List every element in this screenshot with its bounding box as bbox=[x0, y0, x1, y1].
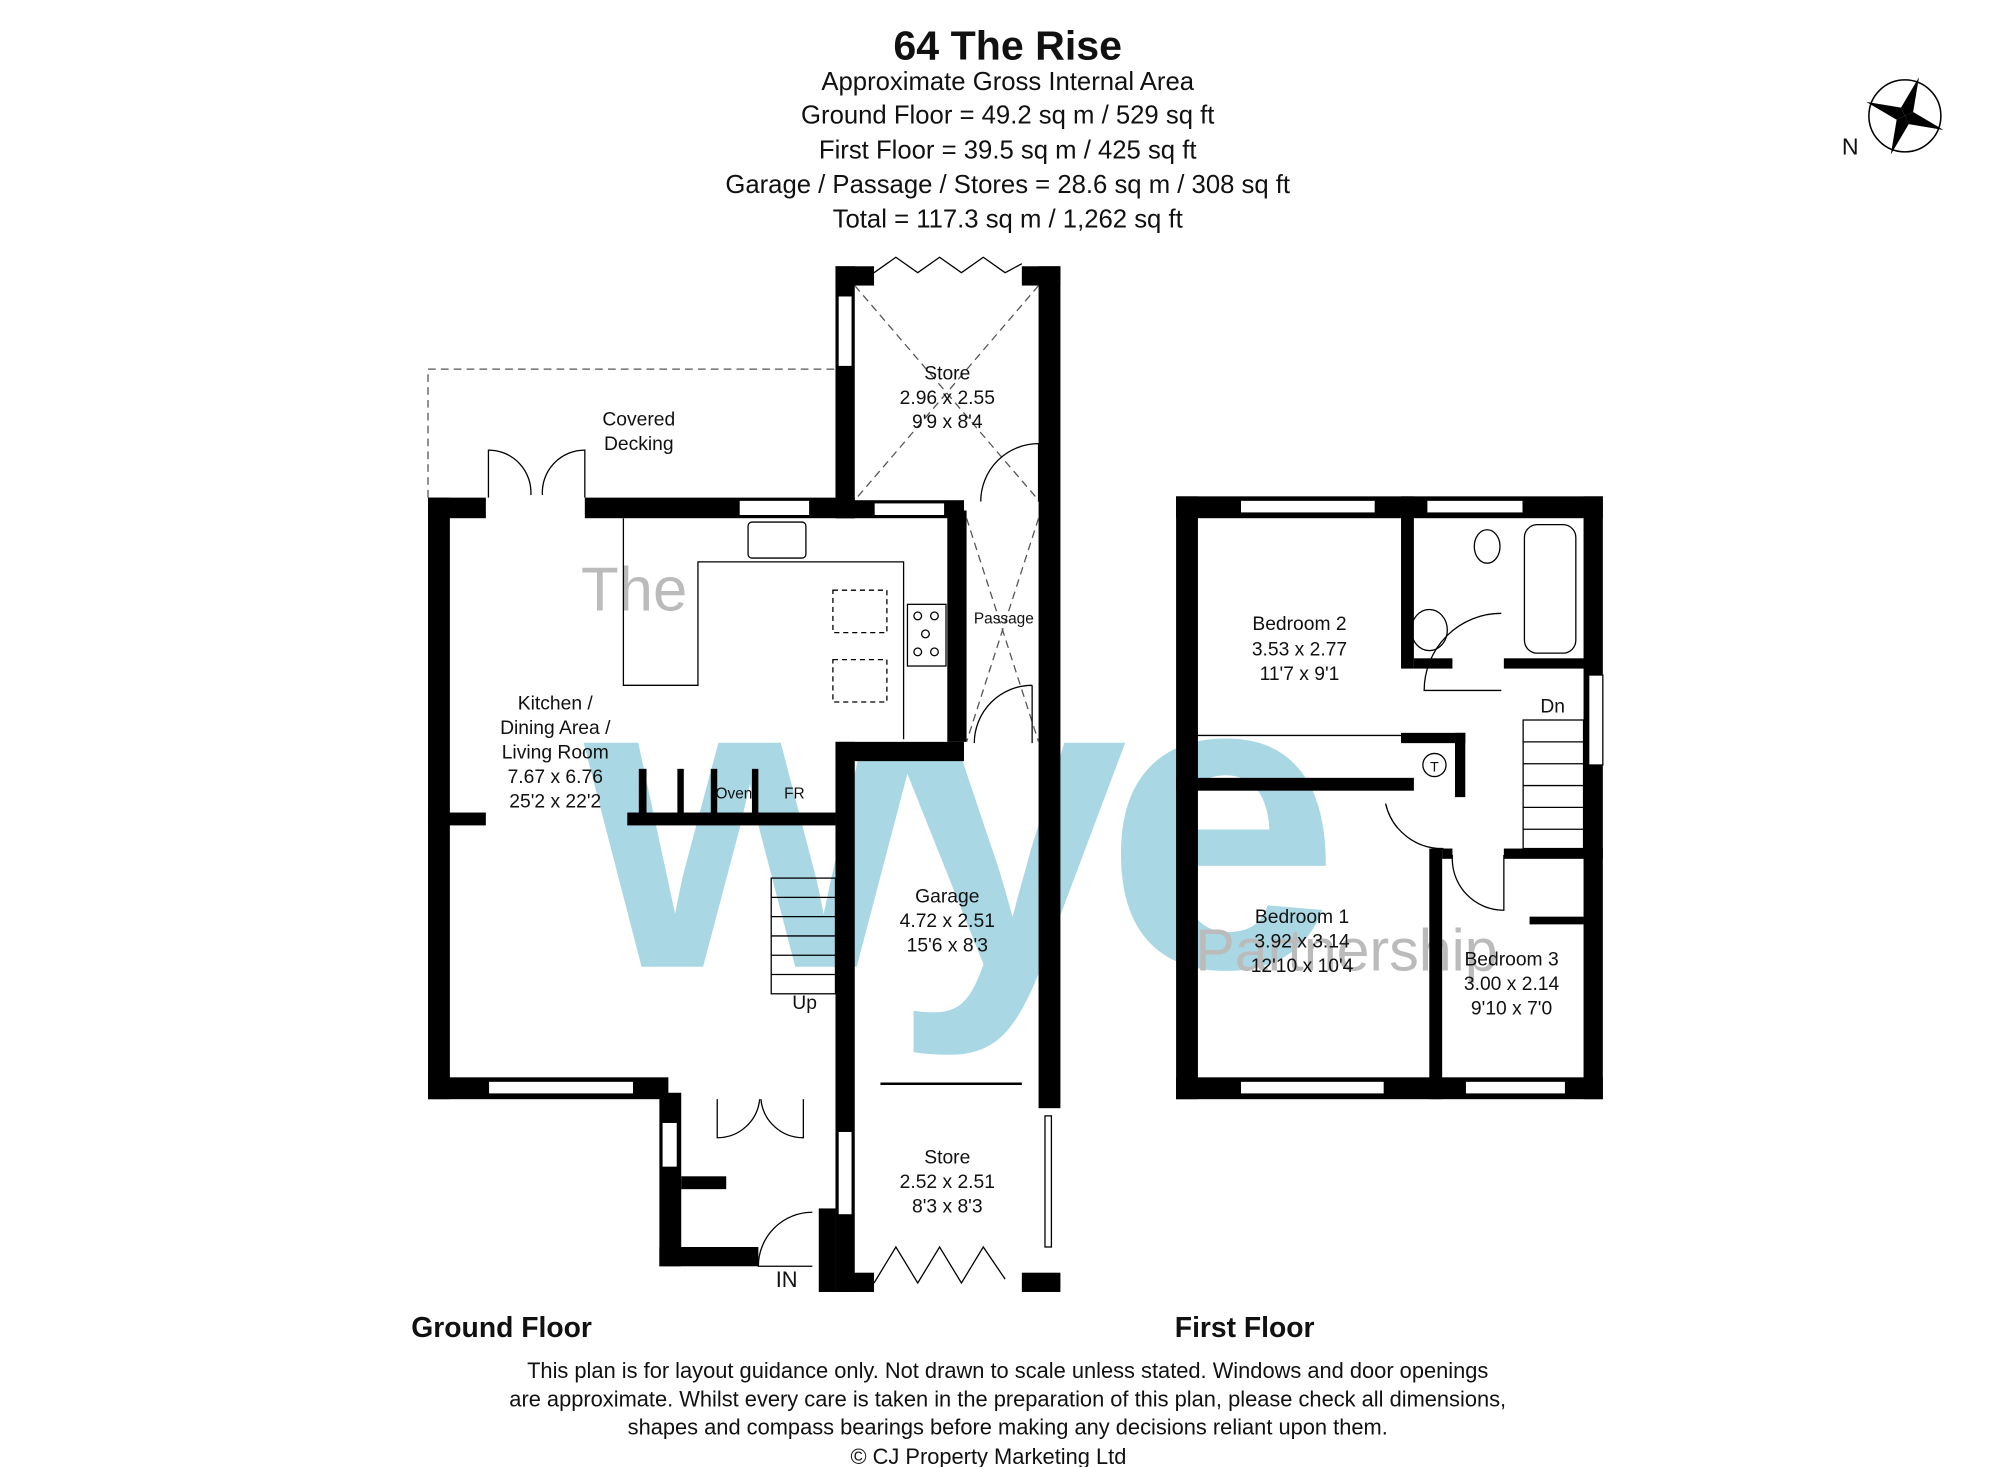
bedroom1-imperial: 12'10 x 10'4 bbox=[1251, 956, 1354, 977]
bedroom1-name: Bedroom 1 bbox=[1255, 907, 1349, 928]
garage-name: Garage bbox=[915, 887, 979, 908]
entrance-label: IN bbox=[776, 1267, 798, 1292]
hob-icon bbox=[906, 603, 947, 667]
disclaimer-line: are approximate. Whilst every care is ta… bbox=[509, 1386, 1506, 1411]
disclaimer-line: This plan is for layout guidance only. N… bbox=[527, 1358, 1488, 1383]
kitchen-line1: Kitchen / bbox=[518, 694, 594, 715]
tank-label: T bbox=[1430, 758, 1439, 774]
bath-icon bbox=[1523, 523, 1577, 654]
stairs-up-label: Up bbox=[792, 993, 817, 1014]
first-floor-plan: T Dn Bedroom 2 3.53 x 2.77 11'7 x 9'1 Be… bbox=[1175, 496, 1604, 1343]
store-front-metric: 2.52 x 2.51 bbox=[900, 1172, 995, 1193]
disclaimer: This plan is for layout guidance only. N… bbox=[509, 1358, 1506, 1467]
store-rear-metric: 2.96 x 2.55 bbox=[900, 388, 995, 409]
subtitle: Approximate Gross Internal Area bbox=[821, 68, 1194, 96]
page-title: 64 The Rise bbox=[893, 22, 1122, 68]
oven-label: Oven bbox=[716, 785, 753, 802]
kitchen-imperial: 25'2 x 22'2 bbox=[509, 791, 601, 812]
compass-north-label: N bbox=[1842, 133, 1859, 159]
first-floor-label: First Floor bbox=[1175, 1311, 1315, 1343]
area-first: First Floor = 39.5 sq m / 425 sq ft bbox=[819, 136, 1197, 164]
fridge-label: FR bbox=[784, 785, 805, 802]
garage-metric: 4.72 x 2.51 bbox=[900, 911, 995, 932]
kitchen-metric: 7.67 x 6.76 bbox=[508, 767, 603, 788]
kitchen-line2: Dining Area / bbox=[500, 718, 611, 739]
header: 64 The Rise Approximate Gross Internal A… bbox=[725, 22, 1290, 233]
disclaimer-line: shapes and compass bearings before makin… bbox=[628, 1415, 1388, 1440]
ground-floor-plan: Store 2.96 x 2.55 9'9 x 8'4 Covered Deck… bbox=[411, 256, 1061, 1343]
kitchen-line3: Living Room bbox=[502, 743, 609, 764]
bedroom3-imperial: 9'10 x 7'0 bbox=[1471, 998, 1552, 1019]
area-total: Total = 117.3 sq m / 1,262 sq ft bbox=[833, 206, 1183, 234]
watermark-the: The bbox=[581, 556, 687, 625]
bedroom1-metric: 3.92 x 3.14 bbox=[1254, 932, 1350, 953]
decking-line1: Covered bbox=[602, 410, 675, 431]
bedroom2-name: Bedroom 2 bbox=[1252, 614, 1346, 635]
bedroom2-imperial: 11'7 x 9'1 bbox=[1260, 664, 1340, 685]
store-rear-name: Store bbox=[924, 363, 970, 384]
passage-name: Passage bbox=[974, 611, 1034, 628]
stairs-down-label: Dn bbox=[1540, 696, 1565, 717]
copyright: © CJ Property Marketing Ltd bbox=[850, 1444, 1126, 1467]
store-rear-imperial: 9'9 x 8'4 bbox=[912, 412, 983, 433]
toilet-icon bbox=[1473, 529, 1501, 564]
area-ground: Ground Floor = 49.2 sq m / 529 sq ft bbox=[801, 102, 1214, 130]
ground-floor-label: Ground Floor bbox=[411, 1311, 592, 1343]
area-garage: Garage / Passage / Stores = 28.6 sq m / … bbox=[725, 171, 1290, 199]
store-front-name: Store bbox=[924, 1147, 970, 1168]
bedroom3-name: Bedroom 3 bbox=[1464, 950, 1558, 971]
store-front-imperial: 8'3 x 8'3 bbox=[912, 1196, 983, 1217]
watermark-partnership: Partnership bbox=[1195, 917, 1497, 984]
compass-rose-icon: N bbox=[1842, 77, 1944, 159]
bedroom3-metric: 3.00 x 2.14 bbox=[1464, 974, 1560, 995]
bedroom2-metric: 3.53 x 2.77 bbox=[1252, 640, 1347, 661]
decking-line2: Decking bbox=[604, 434, 674, 455]
garage-imperial: 15'6 x 8'3 bbox=[907, 935, 988, 956]
basin-icon bbox=[1410, 608, 1448, 652]
